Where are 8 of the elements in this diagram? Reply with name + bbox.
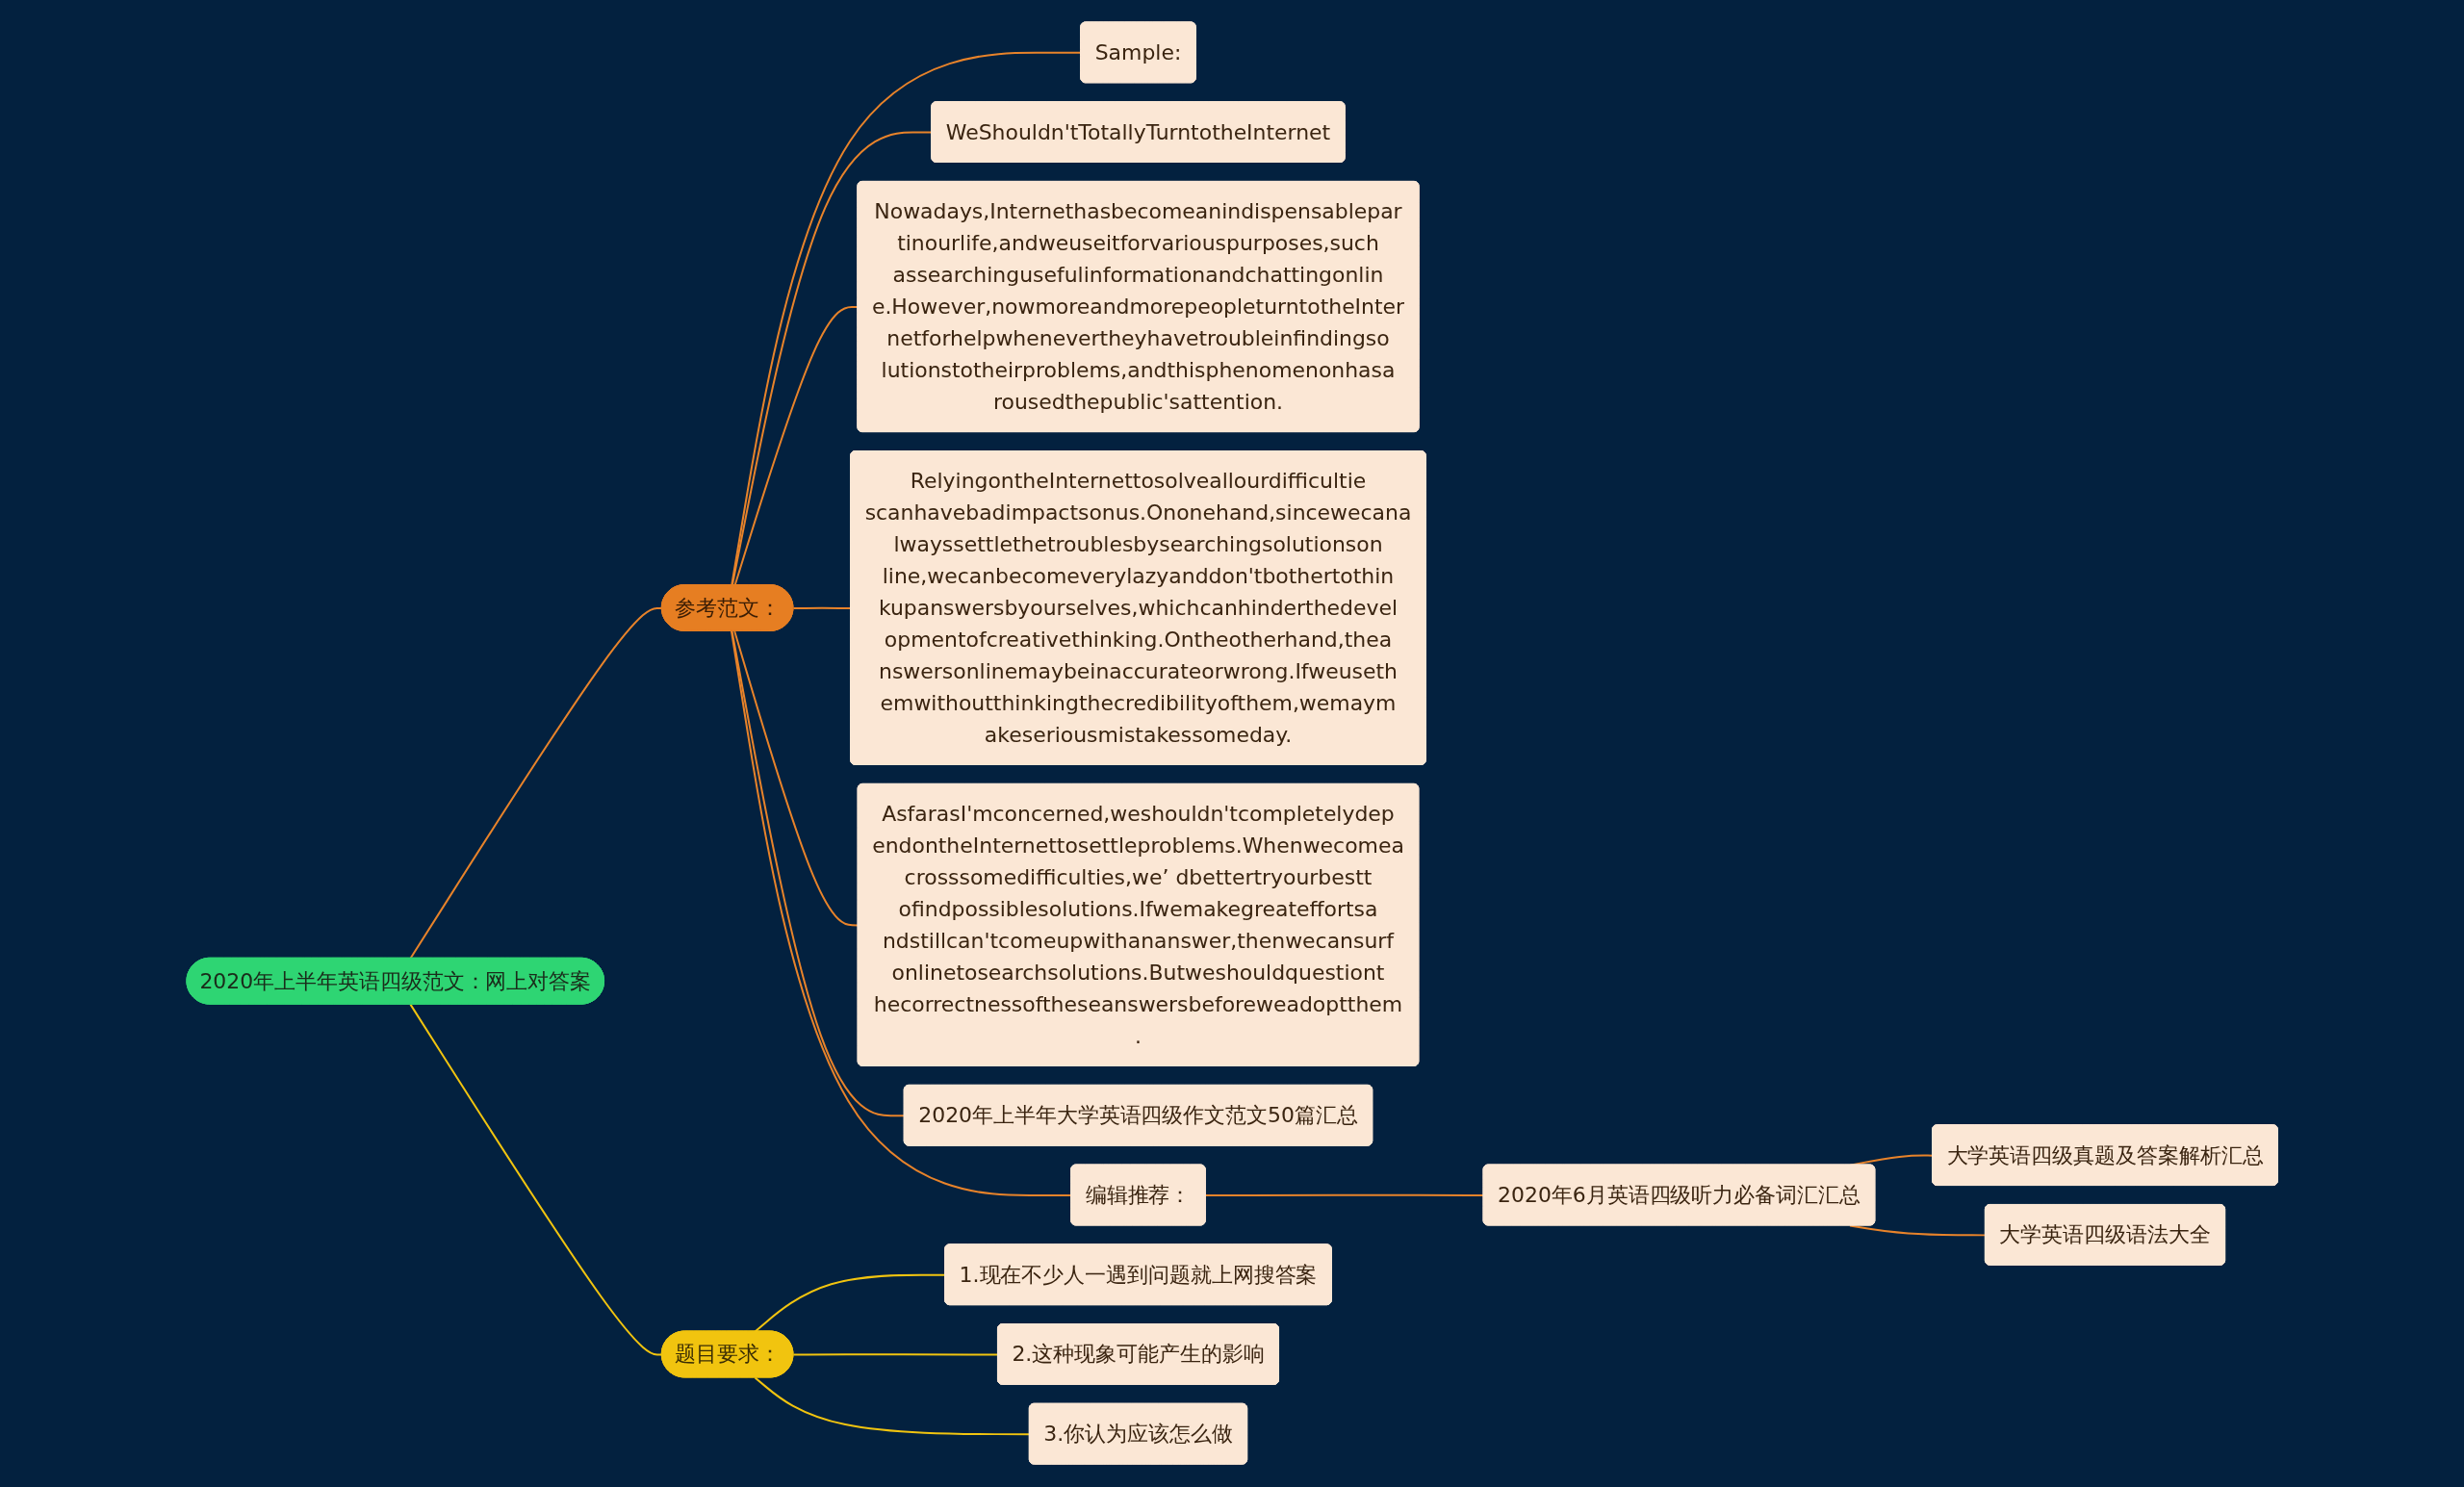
connector: [754, 1376, 1031, 1436]
connector: [792, 1353, 999, 1356]
connector: [730, 630, 1072, 1197]
connector: [792, 607, 852, 610]
connector: [754, 1274, 946, 1333]
connector: [731, 630, 906, 1117]
connector: [409, 1004, 663, 1356]
connector: [733, 630, 860, 927]
